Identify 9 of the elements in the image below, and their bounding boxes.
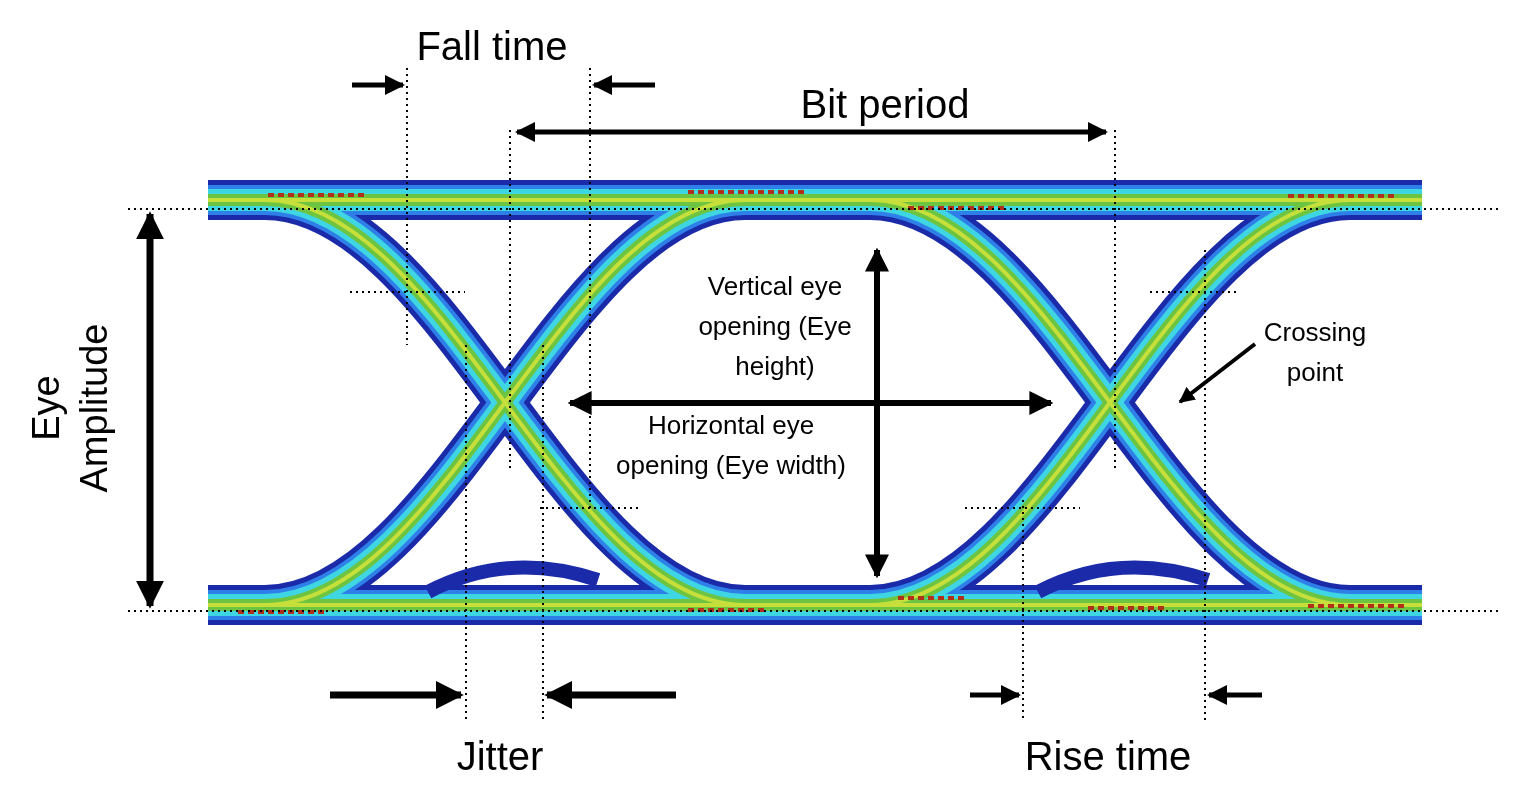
annotation-label: Bit period (799, 81, 971, 128)
callout-text: Crossing point (1255, 312, 1375, 392)
annotation-label: Vertical eye opening (Eye height) (697, 270, 853, 383)
annotation-label: Horizontal eye opening (Eye width) (616, 409, 846, 482)
annotation-label: Eye Amplitude (24, 322, 116, 495)
annotation-label: Jitter (455, 733, 545, 780)
annotation-label: Rise time (1023, 733, 1193, 780)
leader-arrow (1178, 342, 1257, 404)
annotation-label: Fall time (415, 23, 569, 70)
